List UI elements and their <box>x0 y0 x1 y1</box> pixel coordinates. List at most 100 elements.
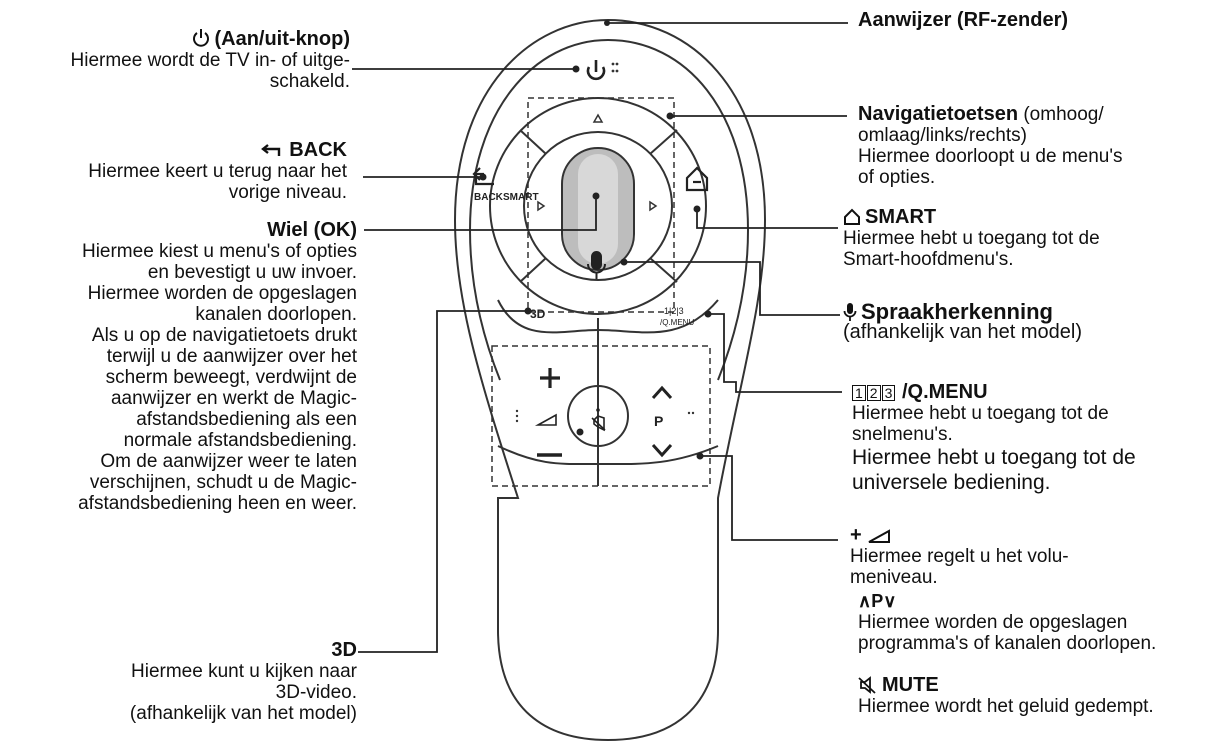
label-nav-title: Navigatietoetsen <box>858 103 1019 125</box>
label-wheel-line-2: en bevestigt u uw invoer. <box>147 262 357 283</box>
label-volume-title: + <box>850 524 862 546</box>
label-3d-title: 3D <box>331 639 357 661</box>
label-wheel-line-6: terwijl u de aanwijzer over het <box>106 346 357 367</box>
label-voice: Spraakherkenning (afhankelijk van het mo… <box>843 301 1082 343</box>
microphone-icon <box>843 303 857 321</box>
power-icon <box>586 60 606 81</box>
lower-dashed-box <box>491 345 711 487</box>
label-pointer: Aanwijzer (RF-zender) <box>858 10 1068 31</box>
remote-qmenu-digits: 1|2|3 <box>664 306 684 316</box>
channel-down-icon <box>651 443 673 458</box>
label-back-line-1: Hiermee keert u terug naar het <box>88 161 347 182</box>
label-nav-line-1: omlaag/links/rechts) <box>858 125 1027 146</box>
label-nav-line-2: Hiermee doorloopt u de menu's <box>858 146 1123 167</box>
remote-p-text: P <box>654 413 663 429</box>
label-smart-title: SMART <box>865 206 937 228</box>
label-power: (Aan/uit-knop) Hiermee wordt de TV in- o… <box>70 28 351 93</box>
remote-3d-text: 3D <box>530 307 546 321</box>
label-wheel-line-8: aanwijzer en werkt de Magic- <box>110 388 357 409</box>
callout-qmenu <box>708 313 842 393</box>
nav-ring <box>489 97 707 315</box>
label-qmenu-line-1: Hiermee hebt u toegang tot de <box>852 403 1109 424</box>
label-mute-line-1: Hiermee wordt het geluid gedempt. <box>858 696 1154 717</box>
volume-triangle-icon <box>534 413 557 426</box>
mute-button <box>567 385 629 447</box>
label-wheel-line-1: Hiermee kiest u menu's of opties <box>81 241 357 262</box>
label-mute-title: MUTE <box>882 674 939 696</box>
label-voice-title: Spraakherkenning <box>861 299 1053 324</box>
qmenu-digit-1: 1 <box>852 385 866 401</box>
label-program-p: P <box>871 591 884 611</box>
label-nav-title-suffix: (omhoog/ <box>1018 104 1104 125</box>
mute-icon <box>858 676 876 694</box>
microphone-icon <box>587 251 606 279</box>
label-program-line-1: Hiermee worden de opgeslagen <box>858 612 1128 633</box>
label-program-up: ∧ <box>858 591 872 611</box>
label-smart-line-1: Hiermee hebt u toegang tot de <box>843 228 1100 249</box>
qmenu-digit-2: 2 <box>866 385 881 401</box>
label-wheel-line-7: scherm beweegt, verdwijnt de <box>105 367 357 388</box>
power-icon <box>193 29 210 47</box>
label-back: BACK Hiermee keert u terug naar het vori… <box>88 139 347 204</box>
remote-back-text: BACK <box>474 192 504 203</box>
callout-voice <box>624 261 840 316</box>
label-wheel: Wiel (OK) Hiermee kiest u menu's of opti… <box>78 219 357 515</box>
label-power-title: (Aan/uit-knop) <box>214 28 350 50</box>
back-icon <box>472 167 494 186</box>
label-program-line-2: programma's of kanalen doorlopen. <box>858 633 1157 654</box>
label-wheel-line-13: afstandsbediening heen en weer. <box>78 493 357 514</box>
label-wheel-line-5: Als u op de navigatietoets drukt <box>91 325 357 346</box>
callout-smart <box>696 209 838 229</box>
label-wheel-line-4: kanalen doorlopen. <box>195 304 357 325</box>
label-wheel-title: Wiel (OK) <box>267 219 357 241</box>
label-mute: MUTE Hiermee wordt het geluid gedempt. <box>858 674 1154 718</box>
label-3d-line-1: Hiermee kunt u kijken naar <box>131 661 357 682</box>
label-power-line-1: Hiermee wordt de TV in- of uitge- <box>70 50 351 71</box>
label-wheel-line-12: verschijnen, schudt u de Magic- <box>89 472 357 493</box>
label-volume: + Hiermee regelt u het volu- meniveau. <box>850 524 1069 589</box>
qmenu-digit-3: 3 <box>881 385 896 401</box>
callout-3d <box>358 310 528 653</box>
callout-wheel <box>364 196 597 231</box>
label-wheel-line-3: Hiermee worden de opgeslagen <box>87 283 357 304</box>
label-pointer-title: Aanwijzer (RF-zender) <box>858 9 1069 31</box>
label-smart-line-2: Smart-hoofdmenu's. <box>843 249 1014 270</box>
remote-qmenu-text: /Q.MENU <box>660 318 694 327</box>
callout-volume-channel <box>700 455 838 541</box>
mute-icon <box>591 415 606 432</box>
label-nav: Navigatietoetsen (omhoog/ omlaag/links/r… <box>858 103 1123 189</box>
label-back-line-2: vorige niveau. <box>228 182 347 203</box>
label-voice-line-1: (afhankelijk van het model) <box>843 321 1083 343</box>
volume-plus-icon <box>540 368 560 388</box>
label-qmenu-line-4: universele bediening. <box>852 471 1051 494</box>
label-qmenu-line-3: Hiermee hebt u toegang tot de <box>852 446 1136 469</box>
volume-icon <box>868 529 891 543</box>
home-icon <box>844 208 860 225</box>
label-qmenu-title: /Q.MENU <box>901 381 988 403</box>
channel-up-icon <box>651 385 673 400</box>
label-back-title: BACK <box>289 139 347 161</box>
label-3d-line-3: (afhankelijk van het model) <box>129 703 357 724</box>
arrow-left-icon <box>537 200 546 212</box>
label-nav-line-3: of opties. <box>858 167 936 188</box>
remote-body-outline <box>453 18 767 742</box>
label-qmenu-line-2: snelmenu's. <box>852 424 953 445</box>
label-program: ∧P∨ Hiermee worden de opgeslagen program… <box>858 591 1156 654</box>
arrow-up-icon <box>592 113 604 123</box>
label-wheel-line-10: normale afstandsbediening. <box>123 430 357 451</box>
label-volume-line-2: meniveau. <box>850 567 938 588</box>
nav-inner-circle <box>523 131 673 281</box>
label-power-line-2: schakeld. <box>269 71 350 92</box>
home-icon <box>685 166 709 192</box>
label-wheel-line-11: Om de aanwijzer weer te laten <box>100 451 357 472</box>
label-wheel-line-9: afstandsbediening als een <box>136 409 357 430</box>
remote-smart-text: SMART <box>503 192 539 203</box>
arrow-right-icon <box>649 200 658 212</box>
label-volume-line-1: Hiermee regelt u het volu- <box>850 546 1069 567</box>
label-program-down: ∨ <box>883 591 897 611</box>
label-smart: SMART Hiermee hebt u toegang tot de Smar… <box>843 206 1100 271</box>
remote-ring <box>468 38 750 381</box>
label-3d: 3D Hiermee kunt u kijken naar 3D-video. … <box>129 639 357 725</box>
